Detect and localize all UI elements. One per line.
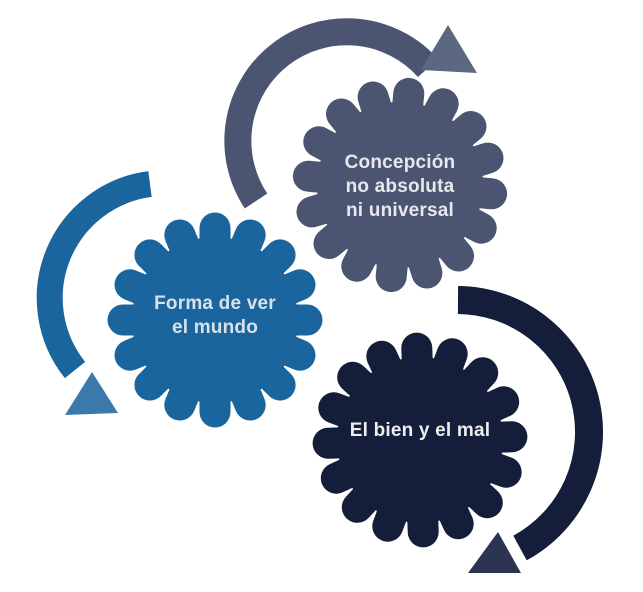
rotation-arrow-bottom-right — [457, 286, 604, 573]
rotation-arrow-top-arc — [224, 18, 439, 209]
rotation-arrow-left — [36, 171, 152, 415]
gear-concepcion-body — [317, 102, 483, 268]
rotation-arrow-bottom-right-head-icon — [468, 532, 521, 573]
rotation-arrow-left-arc — [36, 171, 152, 379]
gear-forma-de-ver-body — [132, 237, 298, 403]
rotation-arrow-top — [224, 18, 477, 209]
gear-concepcion — [292, 77, 508, 293]
gear-forma-de-ver — [107, 212, 323, 428]
rotation-arrow-bottom-right-arc — [457, 286, 604, 561]
rotation-arrow-left-head-icon — [65, 372, 118, 415]
gear-el-bien-y-el-mal-body — [337, 357, 503, 523]
gear-el-bien-y-el-mal — [312, 332, 528, 548]
rotation-arrow-top-head-icon — [421, 25, 477, 73]
